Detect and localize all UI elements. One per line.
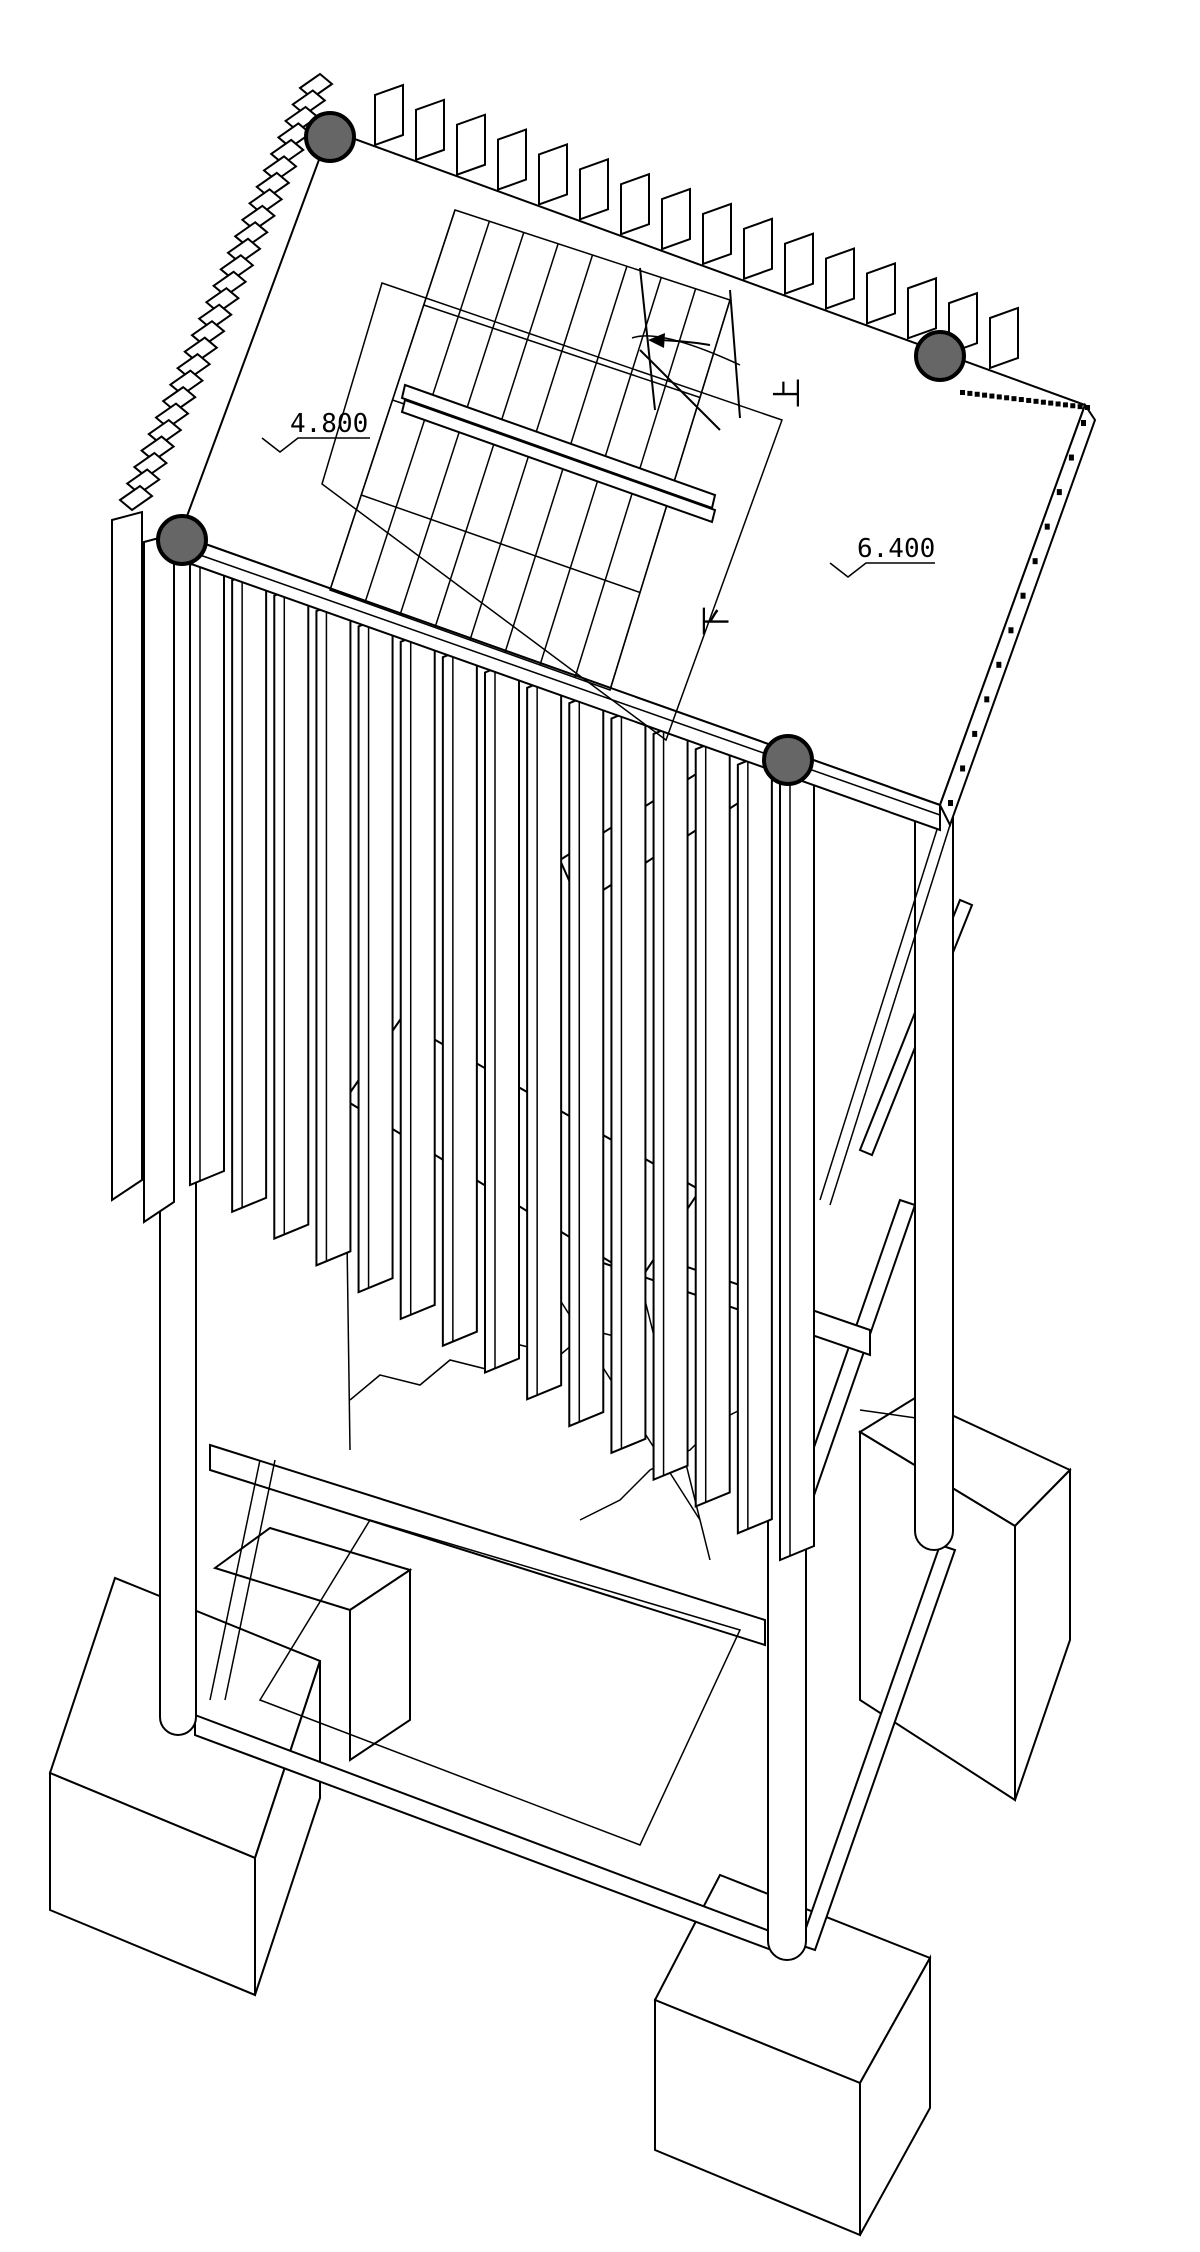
- louver-fin-back: [620, 172, 650, 236]
- louver-fin: [441, 641, 478, 1348]
- louver-fin-back: [497, 128, 527, 192]
- roof-stud: [1011, 396, 1017, 402]
- louver-fin-left-stack: [118, 484, 154, 512]
- roof-stud: [1068, 454, 1074, 461]
- louver-fin-back: [579, 157, 609, 221]
- roof-stud: [960, 390, 965, 395]
- roof-stud: [1032, 558, 1038, 565]
- roof-stud: [984, 696, 990, 703]
- louver-fin-back: [989, 306, 1019, 370]
- node-back-left: [304, 111, 356, 163]
- louver-fin-back: [661, 187, 691, 251]
- louver-fin-back: [825, 247, 855, 310]
- roof-stud: [960, 765, 966, 772]
- level-label-upper: 6.400: [857, 534, 935, 564]
- louver-fin-left: [111, 510, 143, 1202]
- louver-fins-back: [374, 83, 1019, 370]
- roof-stud: [1062, 402, 1068, 408]
- level-mark-upper: 6.400: [829, 534, 935, 578]
- louver-fins-left: [111, 72, 334, 1224]
- stair-up-label: 上: [771, 378, 806, 408]
- louver-fin: [273, 580, 310, 1241]
- roof-stud: [972, 730, 978, 737]
- louver-fin-back: [374, 83, 404, 147]
- louver-fin: [526, 672, 563, 1401]
- louver-fin-back: [866, 261, 896, 325]
- louver-fin: [610, 703, 647, 1455]
- stair-opening: [321, 209, 783, 742]
- roof-stud: [948, 800, 953, 806]
- roof-stud: [1040, 399, 1046, 405]
- louver-fin: [484, 657, 520, 1374]
- louver-fin: [652, 718, 689, 1482]
- stair-direction-arrow: [648, 333, 711, 348]
- roof-stud: [989, 393, 995, 399]
- louver-fin-back: [907, 276, 937, 340]
- roof-stud: [1056, 489, 1062, 496]
- stair-stringer-line: [361, 494, 641, 594]
- louver-fin: [231, 564, 268, 1214]
- louver-fin: [189, 549, 225, 1187]
- footing-back: [212, 1526, 413, 1762]
- louver-fin: [399, 626, 436, 1321]
- roof-stud: [1081, 420, 1086, 426]
- roof-stud: [996, 394, 1002, 400]
- roof-stud: [996, 661, 1002, 668]
- roof-stud: [1055, 401, 1061, 407]
- louver-fin: [779, 764, 815, 1562]
- louver-fin-back: [743, 217, 773, 281]
- stair-stringer-line: [423, 304, 701, 399]
- louver-fin: [568, 687, 605, 1428]
- louver-fin: [315, 595, 352, 1267]
- roof-stud: [1004, 395, 1010, 401]
- footing-right: [858, 1396, 1072, 1802]
- node-back-right: [914, 330, 966, 382]
- roof-stud: [1033, 398, 1039, 404]
- stair-down-label: 下: [699, 606, 734, 636]
- louver-fin-back: [784, 232, 814, 296]
- louver-fin: [357, 610, 394, 1294]
- roof-stud: [967, 390, 973, 396]
- roof-stud: [1044, 523, 1050, 530]
- louver-fin-back: [702, 202, 732, 266]
- roof-stud: [1018, 397, 1024, 403]
- louver-fin: [736, 749, 773, 1535]
- roof-stud: [1026, 397, 1032, 403]
- roof-stud: [1077, 404, 1083, 410]
- louver-fin-back: [415, 98, 445, 162]
- level-label-lower: 4.800: [290, 409, 368, 439]
- roof-stud: [1008, 627, 1014, 634]
- roof-stud: [1085, 405, 1090, 410]
- roof-stud: [982, 392, 988, 398]
- node-front-right: [762, 734, 814, 786]
- louver-fin-left: [143, 532, 175, 1224]
- roof-stud: [1020, 592, 1026, 599]
- node-front-left: [156, 514, 208, 566]
- level-mark-lower: 4.800: [261, 409, 370, 453]
- louver-fin-back: [456, 113, 486, 177]
- roof-stud: [1070, 403, 1076, 409]
- roof-stud: [1048, 400, 1054, 406]
- roof-stud: [974, 391, 980, 397]
- louver-fin: [694, 733, 731, 1508]
- roof-edge-studs: [948, 390, 1090, 806]
- louver-fin-back: [538, 143, 568, 206]
